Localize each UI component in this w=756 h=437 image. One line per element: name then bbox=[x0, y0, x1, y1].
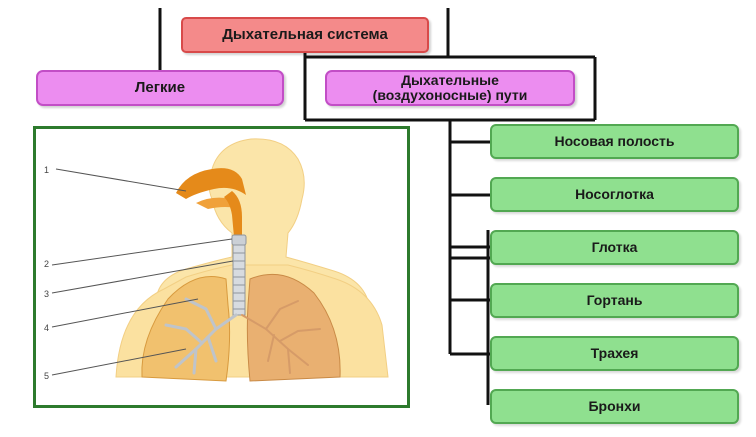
callout-number: 2 bbox=[44, 259, 50, 269]
airway-part-label: Носовая полость bbox=[554, 133, 675, 150]
callout-number: 3 bbox=[44, 289, 50, 299]
callout-number: 4 bbox=[44, 323, 50, 333]
airway-part-label: Трахея bbox=[590, 345, 639, 362]
airway-part-label: Гортань bbox=[586, 292, 643, 309]
respiratory-anatomy-figure: 1 2 3 4 5 bbox=[33, 126, 410, 408]
airway-part-label: Глотка bbox=[591, 239, 638, 256]
branch-node-lungs: Легкие bbox=[36, 70, 284, 106]
root-node-label: Дыхательная система bbox=[222, 26, 388, 44]
airway-part-node: Трахея bbox=[490, 336, 739, 371]
airway-part-node: Гортань bbox=[490, 283, 739, 318]
root-node-respiratory-system: Дыхательная система bbox=[181, 17, 429, 53]
airway-part-node: Глотка bbox=[490, 230, 739, 265]
airway-part-node: Бронхи bbox=[490, 389, 739, 424]
branch-node-airways-label: Дыхательные (воздухоносные) пути bbox=[372, 72, 528, 103]
airway-part-node: Носовая полость bbox=[490, 124, 739, 159]
airway-part-label: Бронхи bbox=[588, 398, 641, 415]
airway-part-label: Носоглотка bbox=[575, 186, 654, 203]
anatomy-illustration bbox=[51, 138, 389, 382]
airway-part-node: Носоглотка bbox=[490, 177, 739, 212]
callout-number: 5 bbox=[44, 371, 50, 381]
callout-number: 1 bbox=[44, 165, 50, 175]
branch-node-airways: Дыхательные (воздухоносные) пути bbox=[325, 70, 575, 106]
branch-node-lungs-label: Легкие bbox=[134, 79, 186, 97]
